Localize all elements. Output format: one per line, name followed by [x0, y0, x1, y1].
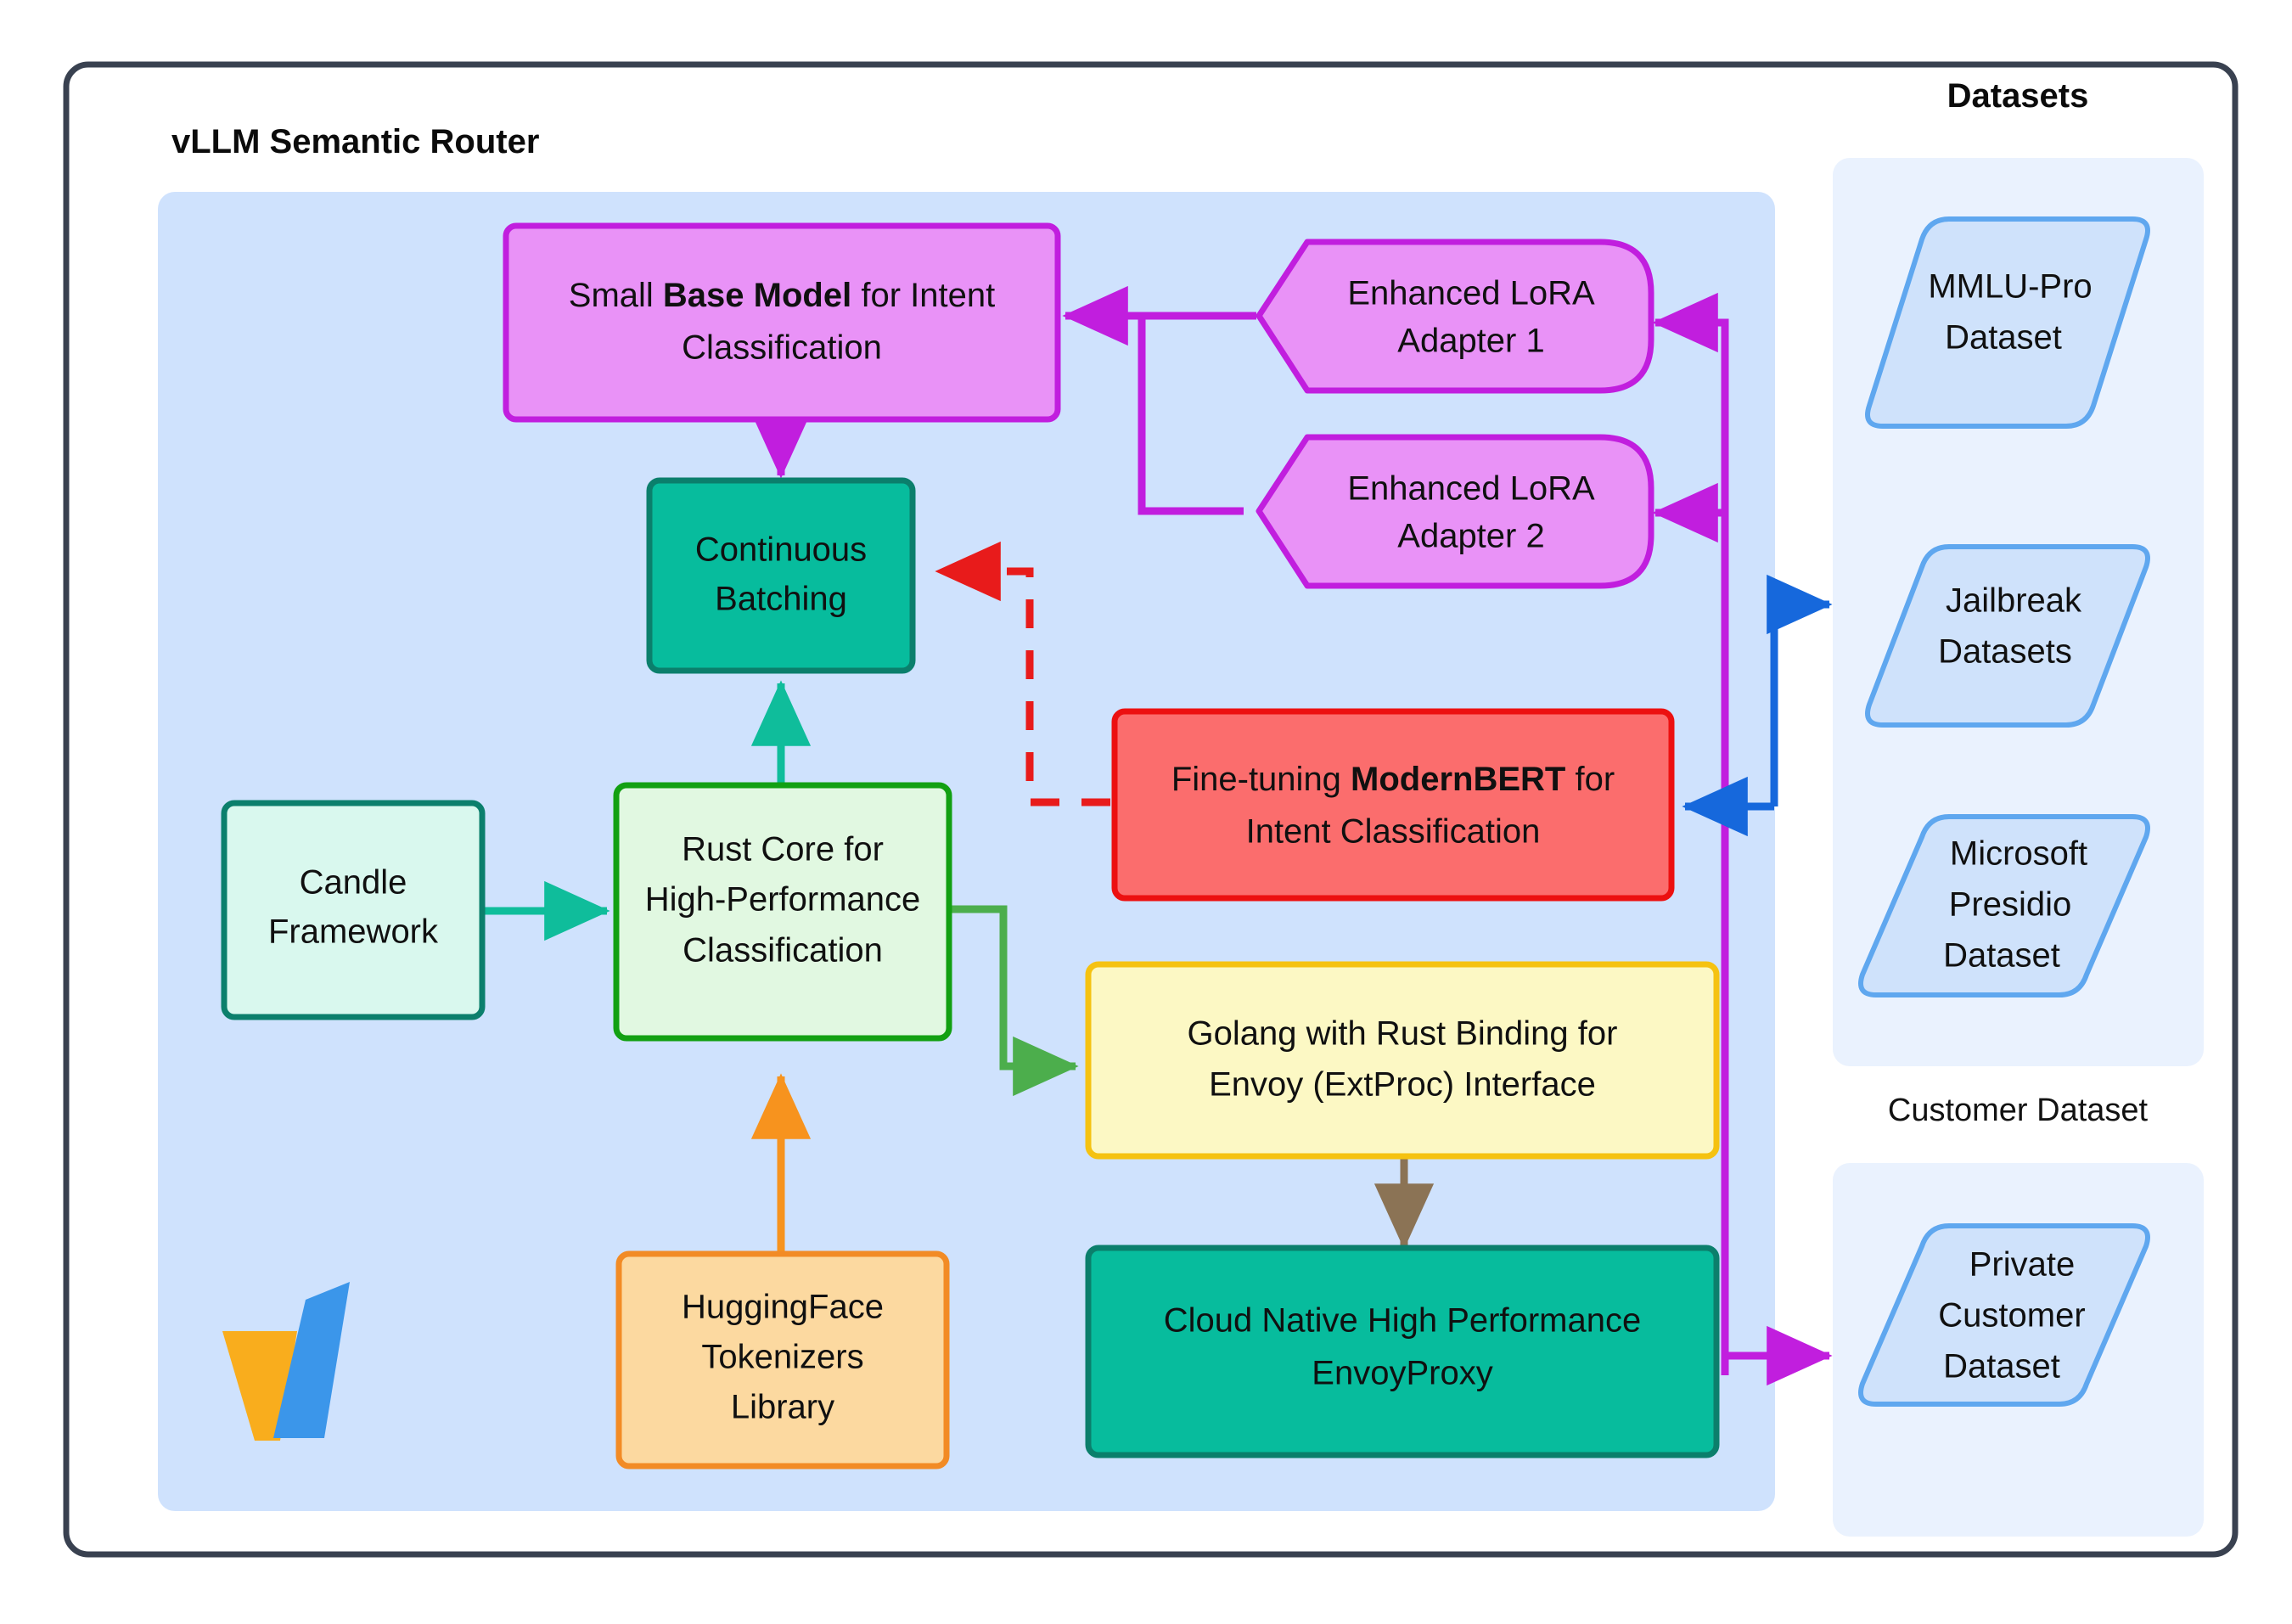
node-base-model[interactable]: Small Base Model for Intent Classificati…: [503, 222, 1061, 423]
huggingface-line2: Tokenizers: [701, 1339, 863, 1376]
rust-core-line1: Rust Core for: [682, 831, 884, 868]
vllm-logo-blue-stroke: [273, 1282, 350, 1438]
candle-line2: Framework: [268, 913, 439, 951]
node-modernbert[interactable]: Fine-tuning ModernBERT for Intent Classi…: [1111, 708, 1675, 902]
continuous-batching-line2: Batching: [715, 581, 847, 618]
rust-core-line2: High-Performance: [645, 881, 921, 919]
private-customer-shape: [1858, 1223, 2150, 1407]
private-customer-line3: Dataset: [1943, 1348, 2060, 1385]
node-lora-adapter-1[interactable]: Enhanced LoRA Adapter 1: [1256, 239, 1654, 394]
edge-datasets-to-lora1: [1652, 292, 1729, 1375]
edge-rust-to-golang: [949, 905, 1079, 1097]
presidio-shape: [1858, 814, 2150, 997]
private-customer-line2: Customer: [1938, 1297, 2085, 1335]
continuous-batching-line1: Continuous: [695, 531, 867, 569]
base-model-line1: Small Base Model for Intent: [569, 277, 995, 314]
huggingface-line1: HuggingFace: [682, 1289, 884, 1326]
node-jailbreak-datasets[interactable]: Jailbreak Datasets: [1865, 544, 2150, 728]
candle-line1: Candle: [300, 864, 407, 902]
lora1-shape: [1256, 239, 1654, 394]
huggingface-line3: Library: [731, 1389, 834, 1426]
lora1-line2: Adapter 1: [1397, 323, 1544, 360]
mmlu-pro-line1: MMLU-Pro: [1928, 268, 2092, 306]
vllm-logo: [222, 1282, 350, 1441]
edge-modernbert-to-batching: [935, 541, 1110, 806]
rust-core-box: [613, 782, 952, 1042]
envoy-proxy-line1: Cloud Native High Performance: [1164, 1302, 1641, 1340]
node-lora-adapter-2[interactable]: Enhanced LoRA Adapter 2: [1256, 434, 1654, 589]
node-envoy-proxy[interactable]: Cloud Native High Performance EnvoyProxy: [1085, 1245, 1720, 1458]
customer-group-title: Customer Dataset: [1888, 1093, 2149, 1128]
golang-envoy-line2: Envoy (ExtProc) Interface: [1209, 1066, 1596, 1104]
node-candle-framework[interactable]: Candle Framework: [221, 800, 486, 1020]
edge-lora2-to-base: [1138, 316, 1244, 515]
jailbreak-line2: Datasets: [1938, 633, 2072, 671]
lora2-line2: Adapter 2: [1397, 518, 1544, 555]
router-group-title: vLLM Semantic Router: [171, 123, 539, 160]
node-mmlu-pro-dataset[interactable]: MMLU-Pro Dataset: [1865, 216, 2150, 429]
node-private-customer-dataset[interactable]: Private Customer Dataset: [1858, 1223, 2150, 1407]
golang-envoy-line1: Golang with Rust Binding for: [1188, 1015, 1618, 1053]
modernbert-box: [1111, 708, 1675, 902]
base-model-line2: Classification: [682, 329, 882, 367]
node-continuous-batching[interactable]: Continuous Batching: [646, 477, 916, 674]
continuous-batching-box: [646, 477, 916, 674]
private-customer-line1: Private: [1969, 1246, 2076, 1284]
presidio-line2: Presidio: [1949, 886, 2072, 924]
vllm-logo-orange-wedge: [222, 1331, 297, 1441]
node-golang-envoy[interactable]: Golang with Rust Binding for Envoy (ExtP…: [1085, 961, 1720, 1160]
node-rust-core[interactable]: Rust Core for High-Performance Classific…: [613, 782, 952, 1042]
modernbert-line2: Intent Classification: [1246, 813, 1541, 851]
presidio-line3: Dataset: [1943, 937, 2060, 975]
lora2-line1: Enhanced LoRA: [1347, 470, 1595, 508]
lora1-line1: Enhanced LoRA: [1347, 275, 1595, 312]
envoy-proxy-box: [1085, 1245, 1720, 1458]
lora2-shape: [1256, 434, 1654, 589]
datasets-group-title: Datasets: [1947, 77, 2089, 115]
edge-to-jailbreak: [1767, 574, 1833, 806]
mmlu-pro-shape: [1865, 216, 2150, 429]
candle-box: [221, 800, 486, 1020]
node-huggingface-tokenizers[interactable]: HuggingFace Tokenizers Library: [615, 1250, 950, 1469]
golang-envoy-box: [1085, 961, 1720, 1160]
node-presidio-dataset[interactable]: Microsoft Presidio Dataset: [1858, 814, 2150, 997]
base-model-box: [503, 222, 1061, 423]
envoy-proxy-line2: EnvoyProxy: [1312, 1355, 1492, 1392]
rust-core-line3: Classification: [683, 932, 883, 969]
modernbert-line1: Fine-tuning ModernBERT for: [1171, 761, 1615, 798]
jailbreak-line1: Jailbreak: [1946, 582, 2082, 620]
mmlu-pro-line2: Dataset: [1945, 319, 2062, 357]
jailbreak-shape: [1865, 544, 2150, 728]
presidio-line1: Microsoft: [1950, 835, 2087, 873]
huggingface-box: [615, 1250, 950, 1469]
